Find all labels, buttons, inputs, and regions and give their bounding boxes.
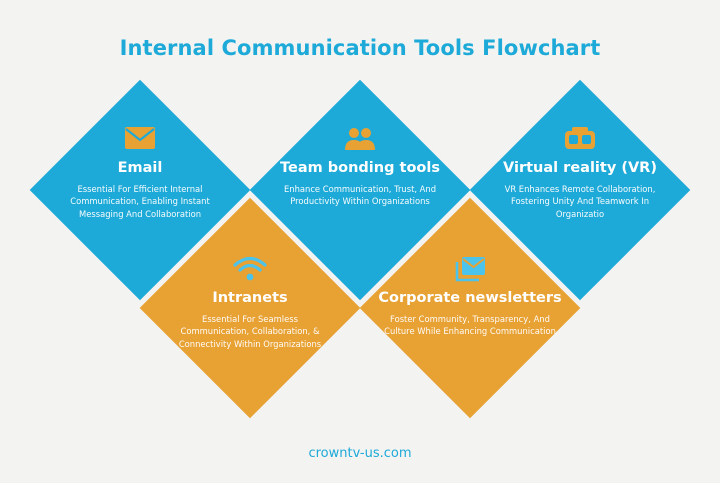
team-bonding-card: Team bonding tools Enhance Communication…: [272, 124, 448, 208]
email-description: Essential For Efficient Internal Communi…: [70, 184, 210, 219]
intranets-description: Essential For Seamless Communication, Co…: [178, 314, 322, 349]
envelope-icon: [125, 127, 155, 149]
team-bonding-description: Enhance Communication, Trust, And Produc…: [283, 184, 437, 207]
footer-website: crowntv-us.com: [308, 446, 412, 461]
wifi-icon: [233, 256, 267, 281]
newsletters-card: Corporate newsletters Foster Community, …: [378, 254, 562, 338]
people-icon: [345, 128, 375, 150]
email-card: Email Essential For Efficient Internal C…: [62, 124, 218, 220]
newsletters-title: Corporate newsletters: [378, 290, 562, 306]
vr-headset-icon: [565, 127, 595, 149]
page-title: Internal Communication Tools Flowchart: [119, 36, 601, 60]
newsletters-description: Foster Community, Transparency, And Cult…: [384, 314, 556, 337]
email-title: Email: [117, 160, 163, 176]
intranets-title: Intranets: [212, 290, 288, 306]
team-bonding-title: Team bonding tools: [280, 160, 440, 176]
vr-card: Virtual reality (VR) VR Enhances Remote …: [492, 124, 668, 220]
intranets-card: Intranets Essential For Seamless Communi…: [168, 254, 332, 350]
vr-title: Virtual reality (VR): [503, 160, 657, 176]
newsletter-icon: [455, 257, 485, 282]
vr-description: VR Enhances Remote Collaboration, Foster…: [504, 184, 656, 219]
